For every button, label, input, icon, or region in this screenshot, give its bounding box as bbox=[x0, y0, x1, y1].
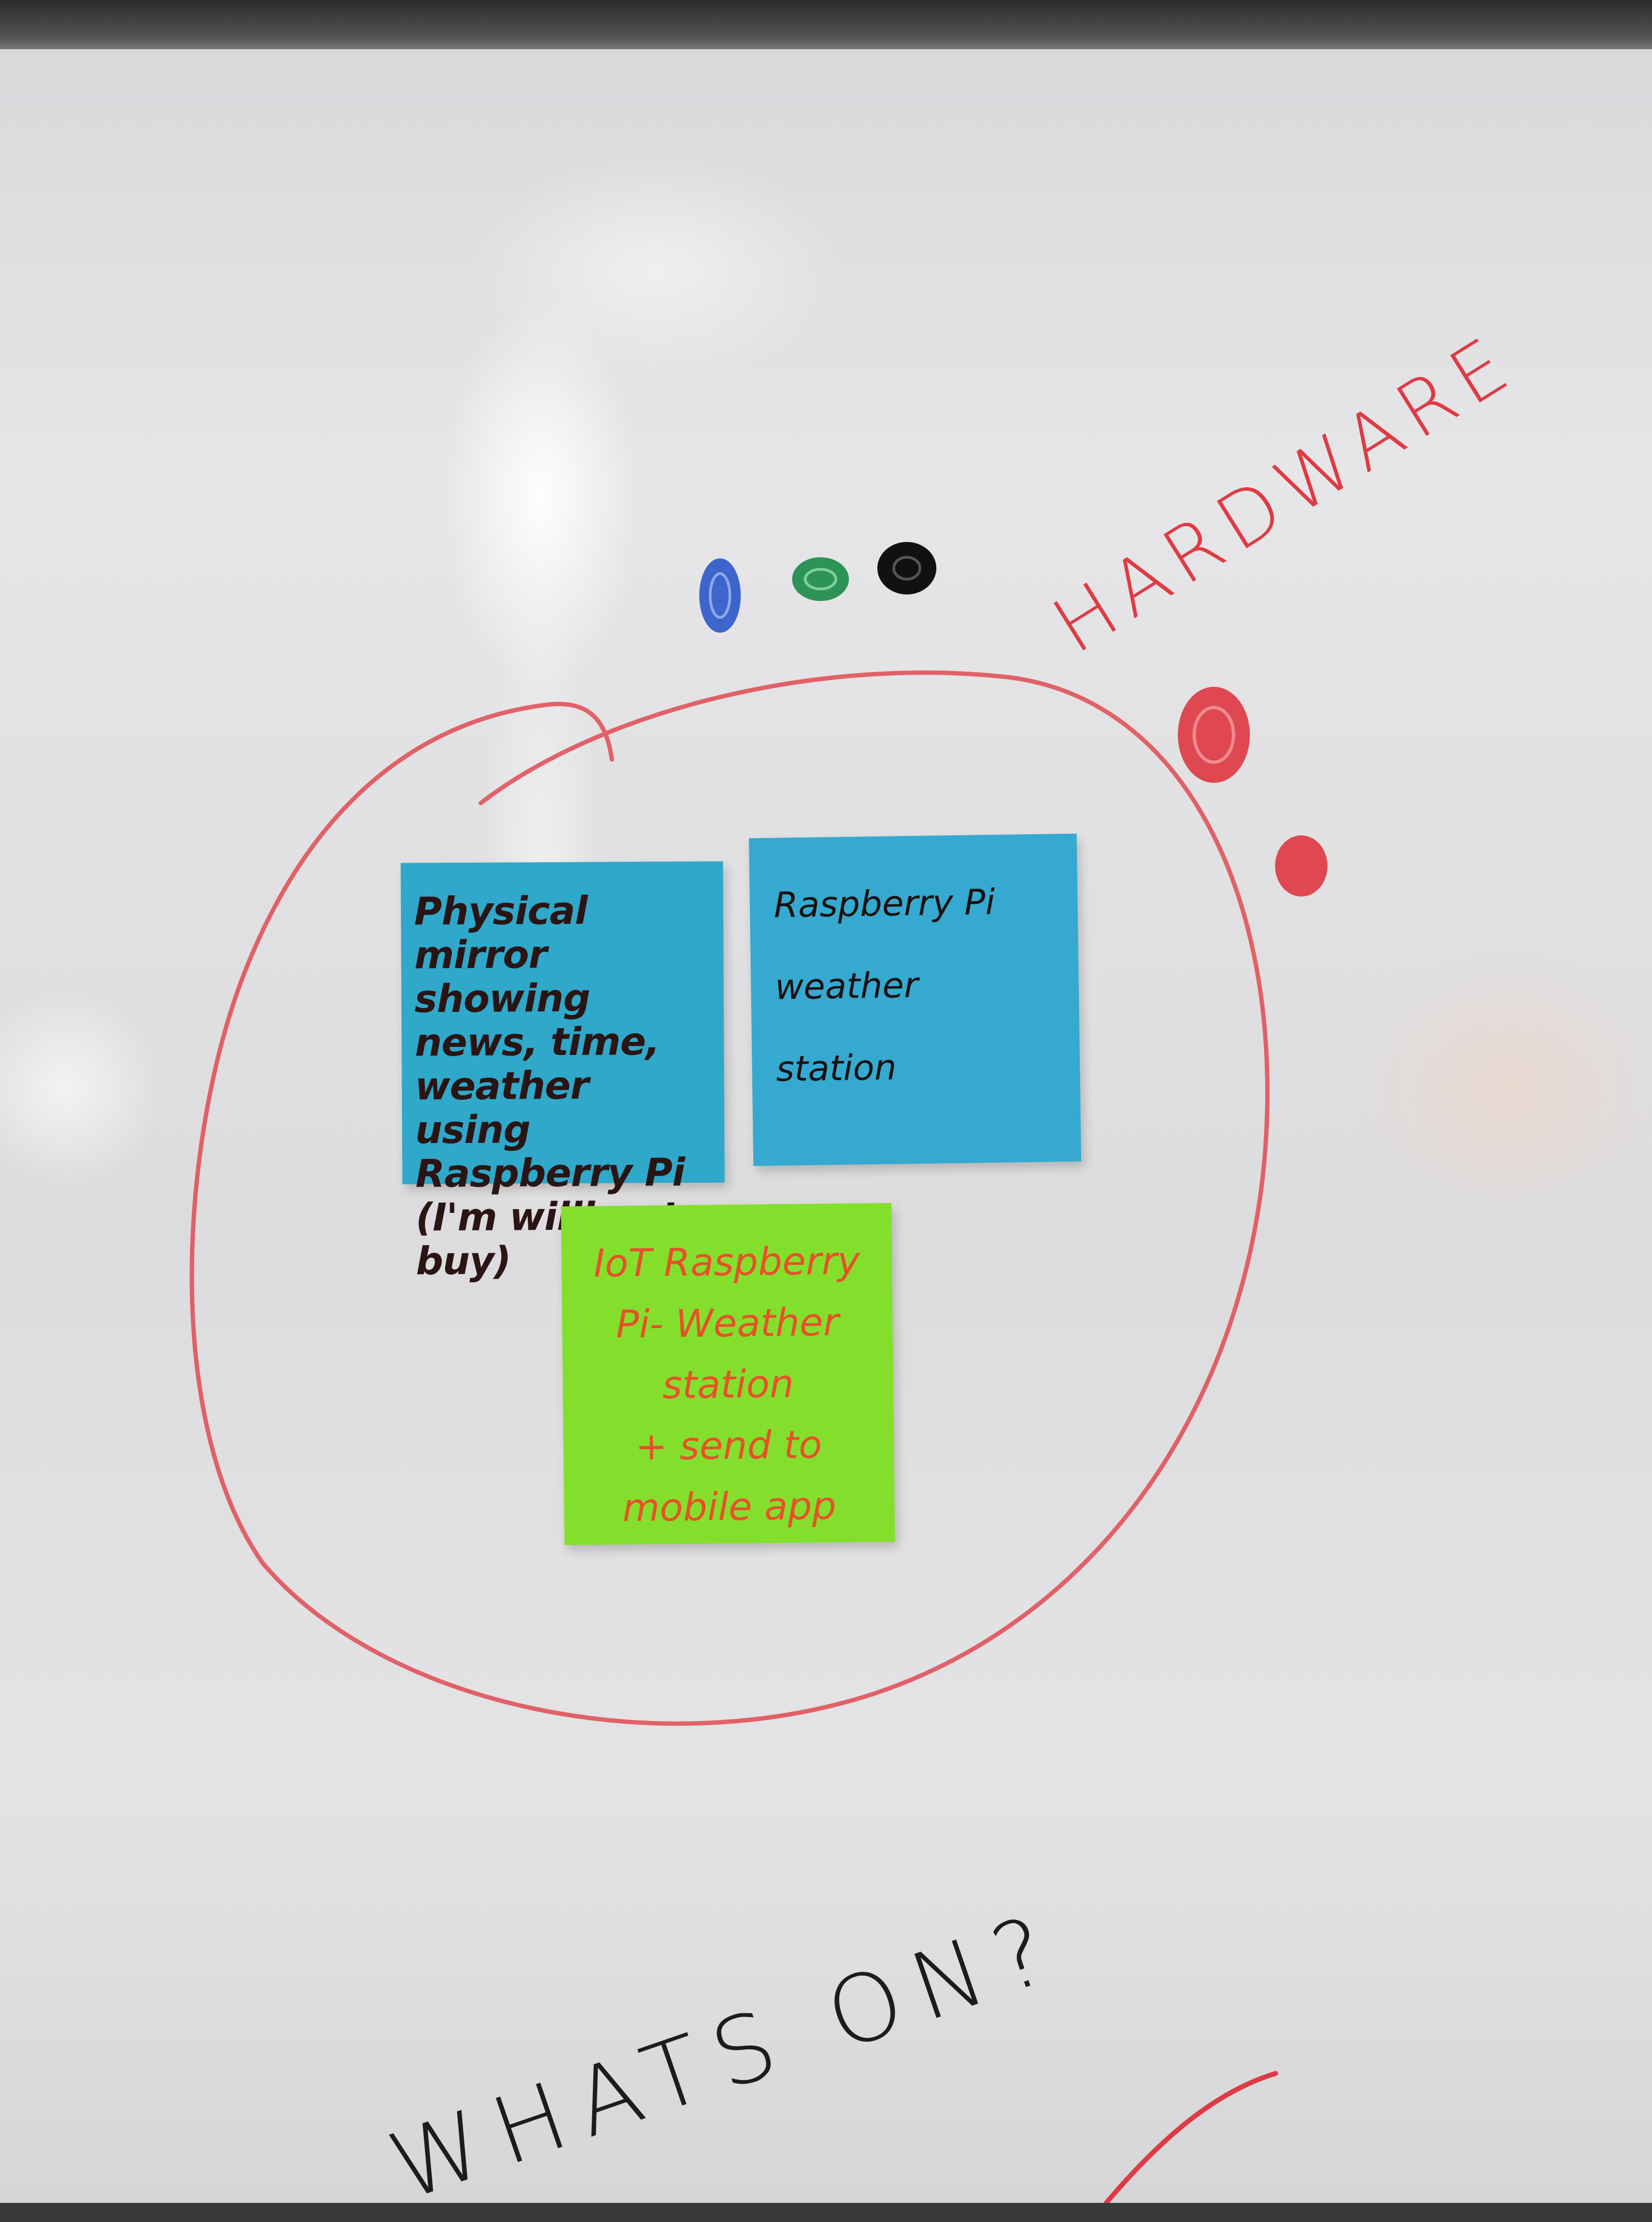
sticky-note-mirror: Physical mirror showing news, time, weat… bbox=[400, 861, 725, 1283]
blue-marker-dot bbox=[699, 558, 741, 633]
red-circle bbox=[190, 670, 1270, 1726]
sticky-note-text: Raspberry Pi weather station bbox=[774, 882, 995, 1090]
green-marker-dot bbox=[792, 557, 849, 601]
sticky-note-iot-weather: IoT Raspberry Pi- Weather station + send… bbox=[560, 1203, 895, 1546]
whiteboard-frame bbox=[0, 0, 1652, 55]
red-marker-dot-large bbox=[1178, 687, 1250, 783]
red-marker-dot-small bbox=[1275, 835, 1328, 897]
black-marker-dot bbox=[877, 542, 936, 594]
red-marker-stroke bbox=[1104, 2071, 1278, 2203]
sticky-note-text: IoT Raspberry Pi- Weather station + send… bbox=[593, 1238, 860, 1531]
sticky-note-weather-station: Raspberry Pi weather station bbox=[748, 833, 1082, 1166]
